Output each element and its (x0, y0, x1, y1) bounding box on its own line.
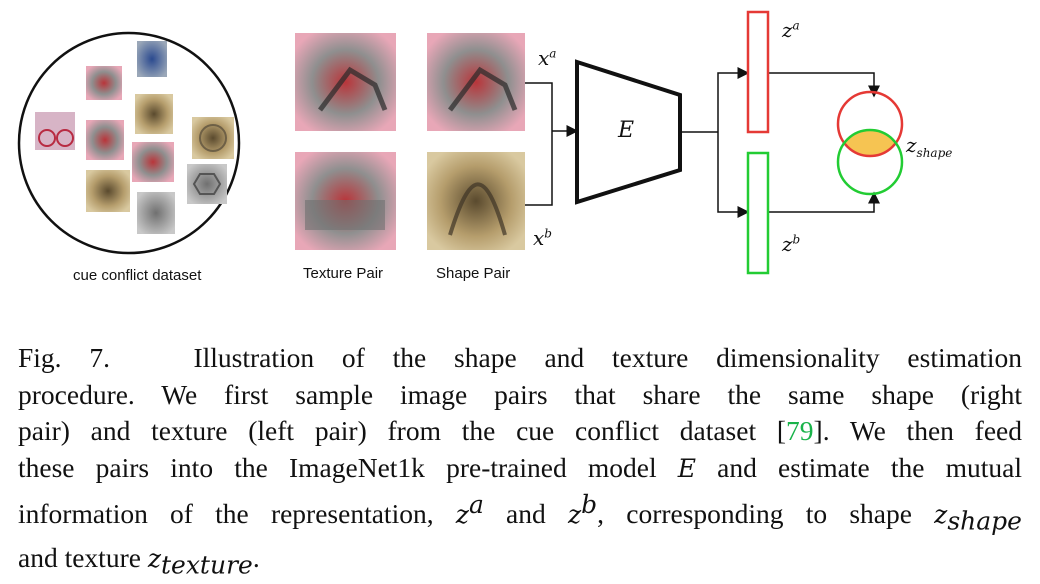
caption-line-6: and texture ztexture. (18, 542, 260, 580)
caption-line-3: pair) and texture (left pair) from the c… (18, 415, 1022, 446)
texture-pair-label: Texture Pair (303, 265, 384, 282)
input-connectors (525, 82, 579, 206)
shape-pair-image-top (427, 33, 525, 131)
zb-label: zb (782, 232, 801, 256)
dataset-circle (17, 31, 241, 255)
venn-diagram (836, 90, 904, 196)
thumb-clock (192, 117, 234, 159)
thumb-bird (135, 94, 173, 134)
figure-diagram (17, 10, 904, 275)
zshape-label: zshape (906, 133, 953, 160)
shape-pair-images (427, 33, 525, 250)
thumb-dog-a (86, 66, 122, 100)
caption-line-1: Fig. 7. Illustration of the shape and te… (18, 342, 1022, 373)
citation-link[interactable]: 79 (786, 415, 814, 446)
texture-pair-images (295, 33, 396, 250)
za-box (746, 10, 770, 134)
thumb-dog-b (86, 170, 130, 212)
zb-circle (836, 128, 904, 196)
thumb-cat (137, 192, 175, 234)
overlap-region (844, 129, 896, 157)
xa-label: xa (538, 46, 557, 70)
figure-number: Fig. 7. (18, 342, 110, 373)
texture-pair-image-top (295, 33, 396, 131)
thumb-car-b (132, 142, 174, 182)
shape-pair-image-bottom (427, 152, 525, 250)
thumb-bottle (137, 41, 167, 77)
output-connectors (680, 67, 880, 218)
zb-box (746, 151, 770, 275)
figure-caption: Fig. 7. Illustration of the shape and te… (18, 340, 1022, 584)
xb-label: xb (533, 226, 552, 250)
shape-pair-label: Shape Pair (436, 265, 511, 282)
encoder-block (575, 59, 682, 205)
za-circle (836, 90, 904, 158)
dataset-label: cue conflict dataset (73, 267, 202, 284)
encoder-label: E (618, 118, 635, 143)
za-label: za (782, 18, 800, 42)
caption-line-4: these pairs into the ImageNet1k pre-trai… (18, 451, 1022, 483)
caption-line-2: procedure. We first sample image pairs t… (18, 378, 1022, 410)
figure: cue conflict dataset Texture Pair Shape … (17, 10, 953, 284)
thumb-car-a (86, 120, 124, 160)
caption-line-5: information of the representation, za an… (18, 490, 1022, 536)
